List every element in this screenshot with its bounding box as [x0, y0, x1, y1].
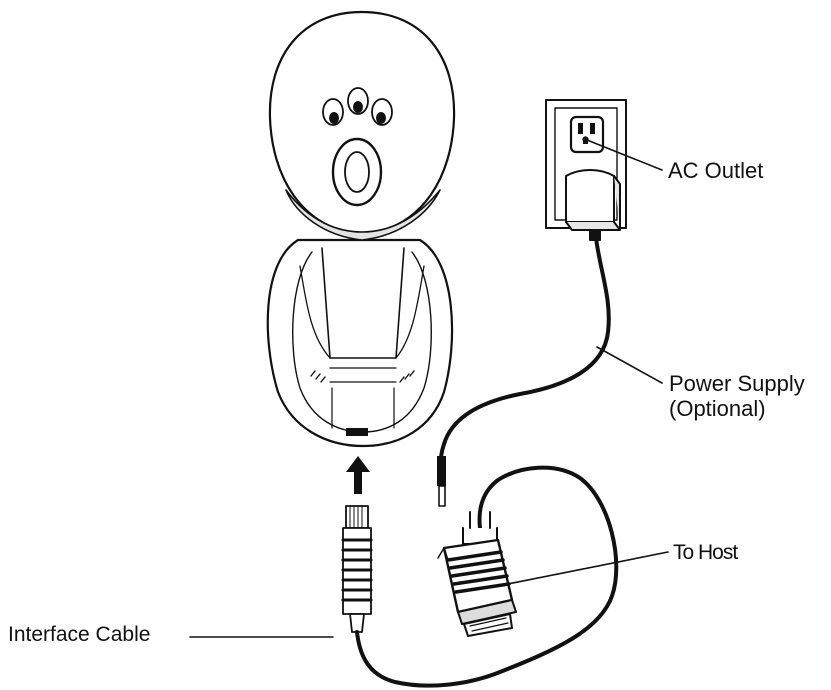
arrow-up-icon — [346, 456, 370, 494]
cradle-channel — [321, 247, 405, 359]
cable-port — [346, 428, 368, 436]
cradle-side-left — [299, 265, 331, 359]
power-supply-label-line1: Power Supply — [669, 371, 805, 396]
led-indicators — [322, 87, 393, 126]
barcode-scanner-icon — [266, 10, 456, 448]
power-supply-cable — [438, 236, 611, 476]
interface-cable-label: Interface Cable — [8, 623, 151, 646]
power-supply-label-line2: (Optional) — [669, 396, 766, 421]
cradle-base — [266, 238, 454, 448]
power-adapter-icon — [565, 169, 621, 241]
cradle-side-right — [395, 265, 425, 359]
leader-power-supply — [596, 346, 663, 384]
leader-ac-outlet — [586, 139, 663, 171]
interface-cable — [355, 465, 619, 688]
modular-plug-icon — [341, 505, 373, 633]
ac-outlet-label: AC Outlet — [668, 158, 764, 183]
cradle-channel-lines — [329, 367, 397, 429]
to-host-label: To Host — [673, 541, 738, 564]
db9-connector-icon — [437, 511, 517, 637]
leader-to-host — [507, 551, 669, 585]
power-supply-label: Power Supply (Optional) — [669, 371, 805, 421]
grip-marks-left — [310, 370, 326, 383]
grip-marks-right — [399, 370, 415, 383]
scanner-head-band — [285, 189, 441, 241]
scanner-window-inner — [344, 151, 370, 193]
power-barrel-plug — [437, 456, 446, 507]
